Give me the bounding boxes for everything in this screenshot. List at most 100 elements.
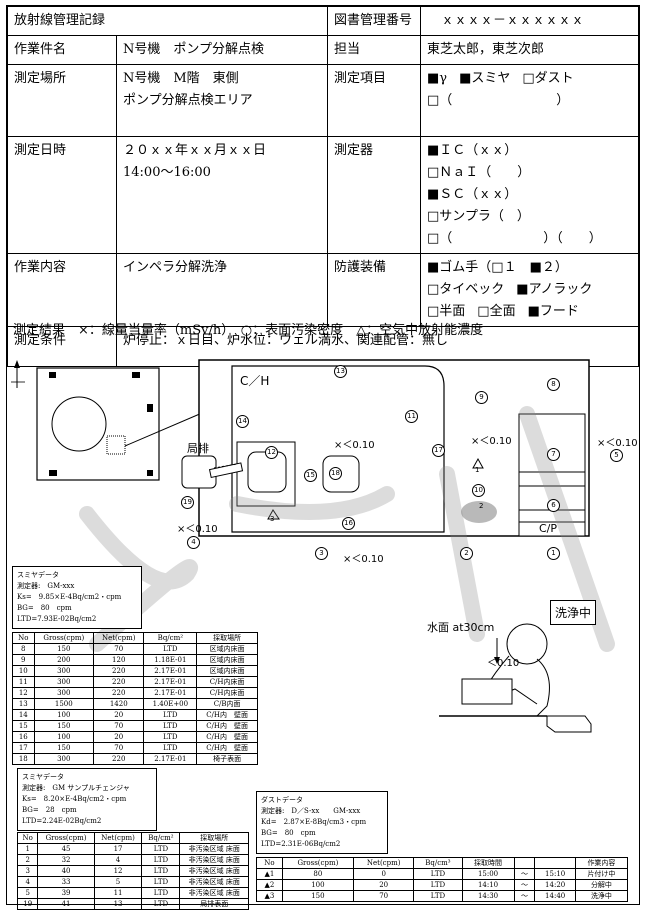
point-marker: 14 — [236, 415, 249, 428]
table-cell: C/B内面 — [196, 698, 258, 710]
table-cell: 12 — [93, 865, 143, 877]
dust-info-box: ダストデータ 測定器: D／S-xx GM-xxx Kd= 2.87×E-8Bq… — [256, 791, 388, 854]
table-cell: 分解中 — [574, 879, 629, 891]
table-cell: 2 — [16, 854, 39, 866]
table-cell: LTD — [413, 868, 463, 880]
table-header-cell — [513, 857, 536, 869]
dust-title: ダストデータ — [261, 796, 303, 804]
table-cell: 220 — [93, 676, 145, 688]
smear2-title: スミヤデータ — [22, 773, 64, 781]
point-marker: 7 — [547, 448, 560, 461]
date-value-line2: 14:00～16:00 — [123, 165, 211, 180]
point-marker: 3 — [315, 547, 328, 560]
table-cell: LTD — [143, 742, 198, 754]
table-cell: LTD — [143, 720, 198, 732]
table-header-cell: Bq/cm³ — [413, 857, 463, 869]
meter-sc-check: ■ＳＣ（ｘｘ） — [427, 187, 518, 202]
item-gamma-check: ■γ — [427, 71, 448, 86]
table-cell: 19 — [16, 898, 39, 910]
point-marker: 6 — [547, 499, 560, 512]
dust-meter: 測定器: D／S-xx GM-xxx — [261, 807, 361, 815]
table-cell: 150 — [281, 890, 354, 902]
table-cell: 4 — [93, 854, 143, 866]
table-cell: 13 — [93, 898, 143, 910]
worker-figure-icon — [439, 623, 592, 733]
table-cell: 0 — [352, 868, 415, 880]
date-value-line1: ２０ｘｘ年ｘｘ月ｘｘ日 — [123, 143, 267, 158]
point-marker: 4 — [187, 536, 200, 549]
table-cell: 非汚染区域 床面 — [179, 876, 249, 888]
wash-status-badge: 洗浄中 — [550, 600, 597, 625]
table-cell: 14 — [12, 709, 35, 721]
point-marker: 10 — [472, 484, 485, 497]
protect-gloves-check: ■ゴム手（□１ ■２） — [427, 260, 568, 275]
dust-bg: BG= 80 cpm — [261, 829, 316, 837]
table-cell: 300 — [33, 665, 95, 677]
item-smear-check: ■スミヤ — [459, 71, 511, 86]
table-cell: 300 — [33, 676, 95, 688]
table-cell: 100 — [33, 731, 95, 743]
smear2-ks: Ks= 8.20×E-4Bq/cm2・cpm — [22, 795, 127, 803]
table-header-cell: Gross(cpm) — [281, 857, 354, 869]
table-cell: 8 — [12, 643, 35, 655]
table-cell: 1420 — [93, 698, 145, 710]
point-marker: 19 — [181, 496, 194, 509]
table-cell: ～ — [513, 890, 536, 902]
item-value: ■γ■スミヤ□ダスト □（ ） — [420, 64, 639, 137]
place-label: 測定場所 — [7, 64, 117, 137]
person-value: 東芝太郎，東芝次郎 — [420, 35, 639, 65]
smear1-title: スミヤデータ — [17, 571, 59, 579]
table-cell: 70 — [93, 643, 145, 655]
table-cell: 220 — [93, 753, 145, 765]
table-cell: C/H内 壁面 — [196, 742, 258, 754]
table-cell: 150 — [33, 720, 95, 732]
place-value-line2: ポンプ分解点検エリア — [123, 93, 253, 108]
meter-nai-check: □ＮａＩ（ ） — [427, 165, 531, 180]
point-marker: 18 — [329, 467, 342, 480]
table-cell: C/H内床面 — [196, 676, 258, 688]
table-cell: 13 — [12, 698, 35, 710]
point-marker: 2 — [460, 547, 473, 560]
table-cell: 39 — [37, 887, 95, 899]
table-cell: 2.17E-01 — [143, 753, 198, 765]
table-cell: 4 — [16, 876, 39, 888]
table-cell: 300 — [33, 753, 95, 765]
doc-no-label: 図書管理番号 — [327, 6, 421, 36]
table-cell: 70 — [93, 720, 145, 732]
table-cell: 200 — [33, 654, 95, 666]
place-value-line1: N号機 M階 東側 — [123, 71, 239, 86]
table-header-cell: Gross(cpm) — [33, 632, 95, 644]
table-cell: LTD — [141, 865, 181, 877]
table-cell: 45 — [37, 843, 95, 855]
smear1-ks: Ks= 9.85×E-4Bq/cm2・cpm — [17, 593, 122, 601]
table-cell: 1.40E+00 — [143, 698, 198, 710]
cond-label: 測定条件 — [7, 326, 117, 367]
dose-value-outer: ×＜0.10 — [597, 438, 638, 449]
air-point-label: 3 — [270, 515, 275, 523]
protect-value: ■ゴム手（□１ ■２） □タイベック■アノラック □半面□全面■フード — [420, 253, 639, 327]
table-cell: LTD — [141, 876, 181, 888]
table-cell: 片付け中 — [574, 868, 629, 880]
date-label: 測定日時 — [7, 136, 117, 254]
table-cell: 区域内床面 — [196, 654, 258, 666]
table-header-cell: Net(cpm) — [352, 857, 415, 869]
table-cell: 100 — [281, 879, 354, 891]
table-cell: 非汚染区域 床面 — [179, 843, 249, 855]
air-point-label: 2 — [479, 502, 484, 510]
item-label: 測定項目 — [327, 64, 421, 137]
record-sheet: 放射線管理記録 図書管理番号 ｘｘｘｘ－ｘｘｘｘｘｘ 作業件名 N号機 ポンプ分… — [6, 5, 640, 910]
key-plan-icon — [36, 367, 213, 481]
table-cell: 1.18E-01 — [143, 654, 198, 666]
table-header-cell: Bq/cm² — [141, 832, 181, 844]
table-cell: LTD — [141, 898, 181, 910]
